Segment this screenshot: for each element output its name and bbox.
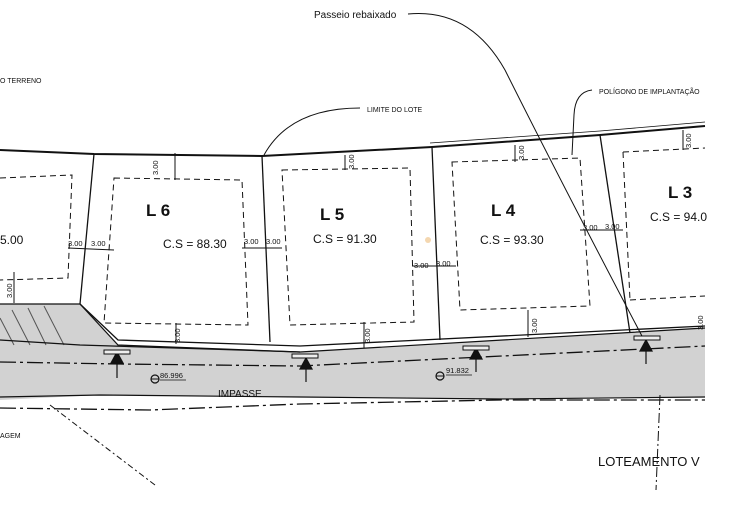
dim-label: 3.00 (347, 154, 356, 169)
dim-label: 3.00 (530, 318, 539, 333)
dim-label: 3.00 (696, 315, 705, 330)
implantation-polygons (0, 147, 706, 326)
annotation-agem: AGEM (0, 433, 21, 440)
annotation-impasse: IMPASSE (218, 389, 262, 400)
lot-name: L 5 (320, 205, 344, 224)
marker-dot (425, 237, 431, 243)
road-edges (0, 303, 706, 400)
lot-boundary-top (0, 125, 706, 158)
driveway-marks (103, 335, 661, 359)
dim-label: 3.00 (517, 145, 526, 160)
dim-label: 3.00 (414, 261, 429, 270)
lot-cs-partial: 5.00 (0, 233, 24, 247)
dim-label: 3.00 (363, 328, 372, 343)
lot-cs: C.S = 94.0 (650, 210, 707, 224)
dim-label: 3.00 (68, 239, 83, 248)
annotation-poligono: POLÍGONO DE IMPLANTAÇÃO (599, 87, 700, 96)
lot-cs: C.S = 91.30 (313, 232, 377, 246)
dim-label: 3.00 (605, 222, 620, 231)
dim-label: 3.00 (5, 283, 14, 298)
dim-label: 3.00 (583, 223, 598, 232)
level-value: 91.832 (446, 366, 469, 375)
dimension-labels: 3.00 3.00 3.00 3.00 3.00 3.00 3.00 3.00 … (5, 133, 705, 343)
lot-name: L 3 (668, 183, 692, 202)
annotation-limite-lote: LIMITE DO LOTE (367, 107, 423, 114)
dim-label: 3.00 (91, 239, 106, 248)
entry-arrows (109, 338, 654, 382)
annotation-terreno: O TERRENO (0, 78, 42, 85)
dim-label: 3.00 (244, 237, 259, 246)
level-markers: 86.996 91.832 (150, 366, 472, 384)
annotation-loteamento: LOTEAMENTO V (598, 454, 700, 469)
dim-label: 3.00 (436, 259, 451, 268)
level-value: 86.996 (160, 371, 183, 380)
lot-name: L 4 (491, 201, 516, 220)
lot-cs: C.S = 93.30 (480, 233, 544, 247)
road-area (0, 304, 705, 400)
dim-label: 3.00 (684, 133, 693, 148)
lot-cs: C.S = 88.30 (163, 237, 227, 251)
lot-name: L 6 (146, 201, 170, 220)
annotation-passeio: Passeio rebaixado (314, 10, 397, 21)
lot-boundary-top-double (429, 121, 706, 144)
lot-labels: L 6 C.S = 88.30 L 5 C.S = 91.30 L 4 C.S … (0, 183, 707, 251)
dim-label: 3.00 (151, 160, 160, 175)
leader-lines (49, 12, 661, 491)
lot-dividers (79, 134, 706, 347)
dim-label: 3.00 (173, 328, 182, 343)
dim-label: 3.00 (266, 237, 281, 246)
road-centerlines (0, 345, 706, 411)
